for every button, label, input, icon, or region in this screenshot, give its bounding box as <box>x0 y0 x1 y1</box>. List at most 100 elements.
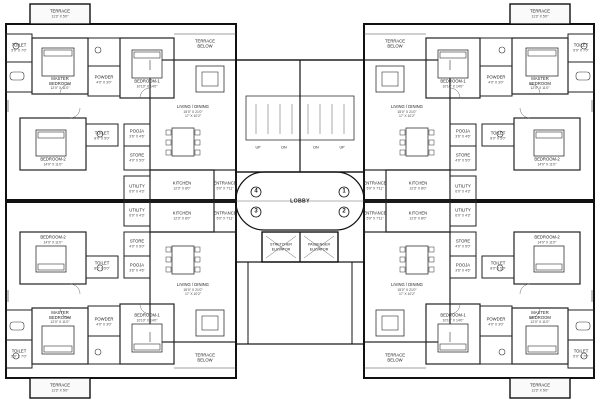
room-dimension: 12'3" X 8'0" <box>409 186 427 190</box>
room-name: TOILET <box>11 348 27 354</box>
room-name: TERRACE <box>529 382 551 388</box>
room-name: BEDROOM-1 <box>134 78 160 84</box>
room-dimension: 4'0" X 5'0" <box>129 158 145 162</box>
room-name: LIVING / DINING <box>391 282 423 288</box>
room-name: UTILITY <box>129 207 145 213</box>
room-name: BEDROOM-2 <box>40 234 66 240</box>
room-dimension: 8'0" X 5'0" <box>490 136 506 140</box>
room-dimension: 12'0" X 11'0" <box>50 320 70 325</box>
room-dimension: 4'0" X 5'0" <box>455 158 471 162</box>
room-name: UTILITY <box>455 183 471 189</box>
flat-bottom-left <box>5 199 237 399</box>
room-name: TOILET <box>490 260 506 266</box>
room-dimension: 8'0" X 5'0" <box>94 136 110 140</box>
passenger-elevator-label: PASSENGER ELEVATOR <box>307 242 331 251</box>
room-dimension: 3'6" X 4'6" <box>129 268 145 272</box>
stair-dn-label: DN <box>281 145 287 150</box>
room-name: KITCHEN <box>172 210 192 216</box>
room-dimension: 4'0" X 3'0" <box>96 80 112 84</box>
room-label-terrace-below: TERRACE BELOW <box>385 39 405 48</box>
room-name: TERRACE BELOW <box>194 352 216 362</box>
room-dimension: 14'0" X 11'0" <box>43 240 63 244</box>
room-dimension: 5'0" X 7'11" <box>366 186 384 190</box>
room-name: TOILET <box>573 42 589 48</box>
stretcher-elevator-label: STRETCHER ELEVATOR <box>270 242 292 251</box>
room-name: POOJA <box>455 128 471 134</box>
room-name: TOILET <box>573 348 589 354</box>
room-name: ENTRANCE <box>213 210 237 216</box>
room-dimension: 3'6" X 4'6" <box>455 134 471 138</box>
room-dimension: 15'0" X 21'0" 17' X 10'2" <box>397 287 417 297</box>
room-dimension: 12'0" X 11'0" <box>530 86 550 91</box>
room-name: POWDER <box>94 316 114 322</box>
room-dimension: 14'0" X 11'0" <box>537 240 557 244</box>
room-dimension: 8'0" X 5'0" <box>490 266 506 270</box>
stair-up-label: UP <box>339 145 345 150</box>
room-name: KITCHEN <box>172 180 192 186</box>
room-name: STORE <box>129 152 145 158</box>
room-name: STORE <box>455 152 471 158</box>
room-label-terrace-below: TERRACE BELOW <box>195 353 215 362</box>
room-name: LIVING / DINING <box>177 104 209 110</box>
room-dimension: 4'0" X 3'0" <box>96 322 112 326</box>
room-dimension: 15'0" X 21'0" 17' X 10'2" <box>183 109 203 119</box>
room-dimension: 10'10" X 14'0" <box>442 318 464 322</box>
room-dimension: 10'10" X 14'0" <box>442 84 464 88</box>
room-name: UTILITY <box>129 183 145 189</box>
room-name: KITCHEN <box>408 180 428 186</box>
room-dimension: 6'0" X 4'3" <box>455 189 471 193</box>
room-name: TOILET <box>94 130 110 136</box>
flat-number-2: 2 <box>342 208 346 215</box>
room-dimension: 6'0" X 4'3" <box>129 213 145 217</box>
room-name: TOILET <box>490 130 506 136</box>
room-name: LIVING / DINING <box>177 282 209 288</box>
stair-up-label: UP <box>255 145 261 150</box>
room-name: STORE <box>455 238 471 244</box>
room-name: POOJA <box>129 262 145 268</box>
room-name: TERRACE BELOW <box>194 38 216 48</box>
room-dimension: 5'0" X 7'0" <box>11 354 27 358</box>
room-dimension: 5'0" X 7'0" <box>573 48 589 52</box>
flat-bottom-right <box>363 199 595 399</box>
room-name: BEDROOM-2 <box>534 156 560 162</box>
room-dimension: 5'0" X 7'11" <box>366 216 384 220</box>
room-name: POWDER <box>94 74 114 80</box>
room-name: POWDER <box>486 74 506 80</box>
flat-top-left <box>5 3 237 203</box>
room-name: BEDROOM-1 <box>440 312 466 318</box>
lobby-label: LOBBY <box>290 198 310 205</box>
room-name: STORE <box>129 238 145 244</box>
room-name: POWDER <box>486 316 506 322</box>
room-name: UTILITY <box>455 207 471 213</box>
